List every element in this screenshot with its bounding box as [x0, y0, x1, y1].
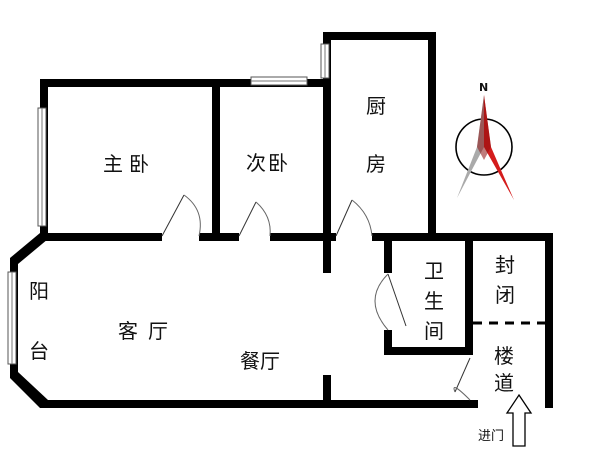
- doors: [161, 194, 471, 401]
- label-enclosed-1: 封: [495, 253, 515, 277]
- label-bathroom-2: 生: [424, 289, 444, 313]
- label-enclosed-2: 闭: [495, 283, 515, 307]
- label-stairway-2: 道: [494, 371, 514, 395]
- label-master-bedroom: 主卧: [103, 152, 155, 176]
- compass-north-label: N: [479, 81, 488, 94]
- label-living-room-2: 厅: [148, 319, 168, 343]
- label-dining-room: 餐厅: [240, 349, 280, 373]
- label-kitchen-top: 厨: [366, 94, 386, 118]
- label-kitchen-bottom: 房: [366, 152, 386, 176]
- windows: [7, 43, 330, 365]
- arrow-up-icon: [505, 393, 533, 447]
- label-stairway-1: 楼: [494, 344, 514, 368]
- compass-icon: N: [455, 81, 514, 200]
- label-second-bedroom: 次卧: [246, 151, 290, 175]
- label-bathroom-1: 卫: [424, 259, 444, 283]
- label-balcony-bottom: 台: [29, 339, 49, 363]
- label-living-room-1: 客: [118, 319, 138, 343]
- walls: [10, 32, 553, 408]
- label-bathroom-3: 间: [424, 319, 444, 343]
- label-entrance: 进门: [478, 429, 504, 444]
- room-labels: 主卧 次卧 厨 房 阳 台 客 厅 餐厅 卫 生 间 封 闭 楼 道 进门: [29, 94, 515, 444]
- label-balcony-top: 阳: [29, 279, 49, 303]
